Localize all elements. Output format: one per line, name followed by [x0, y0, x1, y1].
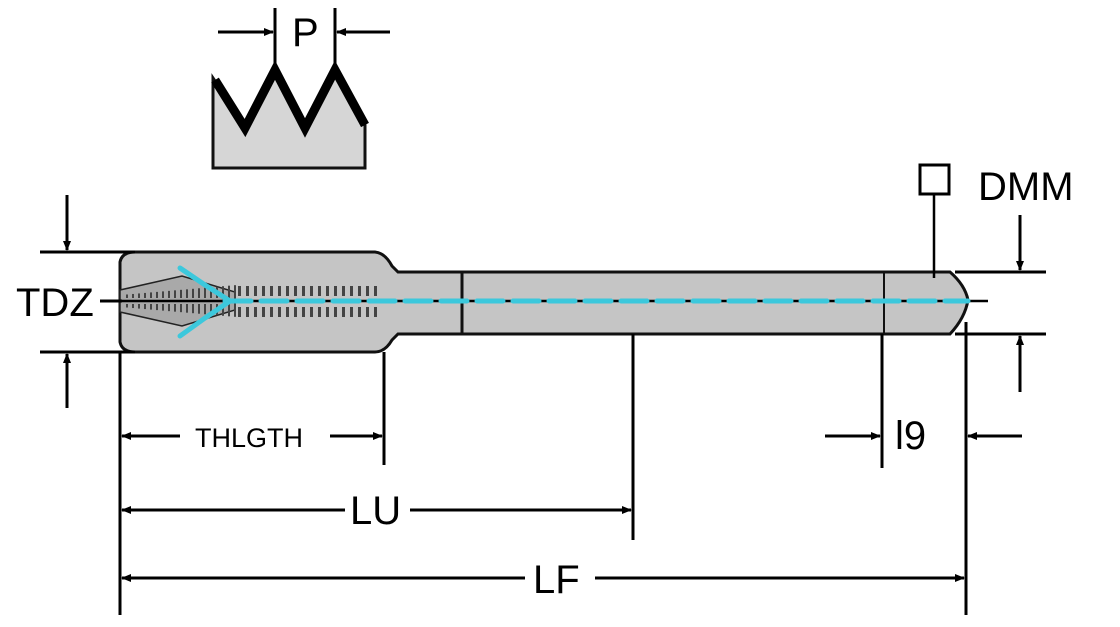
thread-tooth: [144, 304, 146, 310]
thread-tooth: [302, 307, 305, 317]
thread-tooth: [278, 286, 281, 296]
coolant-channels: [177, 265, 971, 339]
thread-tooth: [186, 304, 188, 313]
thread-tooth: [222, 304, 224, 316]
thread-tooth: [198, 288, 200, 298]
thread-tooth: [168, 290, 170, 298]
dmm-label: DMM: [978, 165, 1074, 209]
thread-tooth: [318, 286, 321, 296]
tdz-label: TDZ: [16, 281, 94, 325]
thread-profile-detail: [211, 8, 390, 170]
thread-tooth: [234, 304, 236, 317]
thread-tooth: [210, 287, 212, 298]
thread-tooth: [286, 307, 289, 317]
thread-tooth: [162, 304, 164, 311]
thread-tooth: [180, 304, 182, 313]
lf-label: LF: [533, 558, 580, 602]
thread-tooth: [246, 286, 249, 296]
dmm-dimension: DMM: [918, 163, 1074, 392]
thread-tooth: [286, 286, 289, 296]
thread-tooth: [374, 286, 377, 296]
thread-tooth: [358, 286, 361, 296]
tdz-dimension: TDZ: [16, 195, 135, 408]
thread-tooth: [350, 307, 353, 317]
thread-tooth: [350, 286, 353, 296]
thread-tooth: [228, 285, 230, 298]
lu-dimension: LU: [121, 489, 632, 533]
thread-tooth: [156, 291, 158, 298]
l9-dimension: l9: [825, 414, 1022, 458]
thread-tooth: [192, 288, 194, 298]
thread-tooth: [204, 287, 206, 298]
extension-lines: [118, 322, 968, 615]
thread-tooth: [150, 304, 152, 310]
thread-tooth: [210, 304, 212, 315]
thread-tooth: [168, 304, 170, 312]
thread-tooth: [270, 286, 273, 296]
thread-tooth: [246, 307, 249, 317]
thread-tooth: [366, 286, 369, 296]
thread-tooth: [310, 307, 313, 317]
thread-tooth: [126, 304, 128, 308]
thread-tooth: [294, 286, 297, 296]
thread-tooth: [374, 307, 377, 317]
thread-profile-teeth: [211, 60, 369, 138]
thread-tooth: [342, 286, 345, 296]
l9-label: l9: [895, 414, 926, 458]
thread-tooth: [262, 286, 265, 296]
thread-tooth: [334, 286, 337, 296]
thread-tooth: [294, 307, 297, 317]
pitch-label: P: [292, 11, 319, 55]
thread-tooth: [192, 304, 194, 314]
thlgth-dimension: THLGTH: [121, 423, 383, 453]
thread-tooth: [162, 291, 164, 298]
thread-tooth: [126, 294, 128, 298]
lu-label: LU: [350, 489, 401, 533]
thread-tooth: [334, 307, 337, 317]
thread-tooth: [278, 307, 281, 317]
thread-tooth: [174, 304, 176, 312]
thread-tooth: [318, 307, 321, 317]
thread-tooth: [144, 292, 146, 298]
thread-tooth: [186, 289, 188, 298]
thread-tooth: [254, 307, 257, 317]
thread-tooth: [150, 292, 152, 298]
coolant-branch-upper: [177, 265, 233, 304]
thlgth-label: THLGTH: [195, 423, 303, 453]
lf-dimension: LF: [121, 558, 965, 602]
thread-tooth: [270, 307, 273, 317]
thread-tooth: [138, 304, 140, 309]
thread-tooth: [302, 286, 305, 296]
thread-tooth: [366, 307, 369, 317]
thread-tooth: [132, 293, 134, 298]
thread-tooth: [228, 304, 230, 317]
thread-tooth: [174, 290, 176, 298]
thread-tooth: [238, 307, 241, 317]
thread-tooth: [222, 286, 224, 298]
thread-tooth: [326, 307, 329, 317]
thread-tooth: [180, 289, 182, 298]
thread-tooth: [238, 286, 241, 296]
thread-tooth: [254, 286, 257, 296]
thread-tooth: [310, 286, 313, 296]
thread-tooth: [132, 304, 134, 309]
thread-tooth: [262, 307, 265, 317]
thread-tooth: [358, 307, 361, 317]
thread-tooth: [138, 293, 140, 298]
thread-tooth: [342, 307, 345, 317]
thread-tooth: [156, 304, 158, 311]
thread-tooth: [234, 285, 236, 298]
coolant-branch-lower: [177, 298, 233, 339]
thread-tooth: [204, 304, 206, 315]
tap-thread-teeth: [126, 285, 377, 317]
square-section-icon: [918, 163, 951, 196]
thread-tooth: [198, 304, 200, 314]
thread-tooth: [326, 286, 329, 296]
